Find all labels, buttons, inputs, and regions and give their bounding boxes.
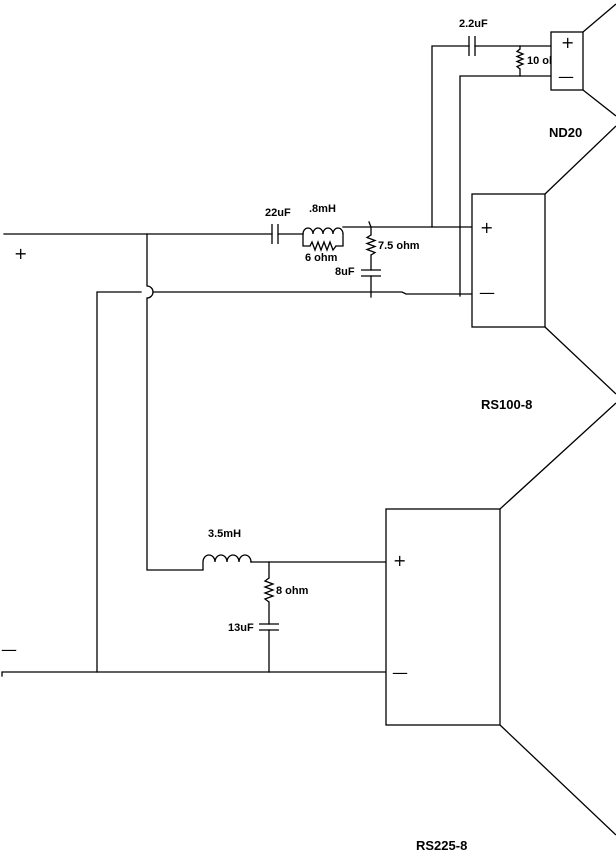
- input-minus-sign: —: [1, 640, 17, 659]
- label-22uF: 22uF: [265, 207, 291, 219]
- label-2p2uF: 2.2uF: [459, 18, 488, 30]
- resistor-7p5ohm: [365, 234, 377, 256]
- woofer-name: RS225-8: [416, 838, 467, 853]
- label-8ohm: 8 ohm: [276, 585, 309, 597]
- resistor-8ohm: [263, 577, 275, 603]
- tweeter-driver-ND20: + —: [550, 3, 616, 117]
- label-8uF: 8uF: [335, 266, 355, 278]
- tweeter-negative-wire: [459, 75, 552, 297]
- label-13uF: 13uF: [228, 622, 254, 634]
- midrange-magnet: [471, 193, 546, 328]
- woofer-filter: 3.5mH 8 ohm 13uF: [202, 528, 387, 673]
- woofer-plus-terminal: +: [393, 551, 406, 570]
- input-terminals: + —: [1, 244, 27, 659]
- tweeter-name: ND20: [549, 125, 582, 140]
- midrange-plus-terminal: +: [480, 218, 493, 237]
- tweeter-positive-wire: [431, 45, 470, 228]
- tweeter-minus-terminal: —: [558, 67, 574, 86]
- negative-rail: [1, 291, 473, 677]
- resistor-10ohm: [515, 48, 525, 70]
- label-6ohm: 6 ohm: [305, 252, 338, 264]
- woofer-driver-RS225-8: + —: [385, 402, 616, 836]
- midrange-cone: [544, 125, 616, 395]
- tweeter-horn: [582, 3, 616, 117]
- woofer-magnet: [385, 508, 501, 726]
- negative-input-wire: [1, 671, 387, 677]
- midrange-zobel: [361, 221, 381, 298]
- midrange-minus-terminal: —: [479, 283, 495, 302]
- resistor-6ohm: [309, 240, 337, 252]
- midrange-driver-RS100-8: + —: [471, 125, 616, 395]
- midrange-negative-wire: [152, 291, 473, 295]
- woofer-cone: [499, 402, 616, 836]
- label-0p8mH: .8mH: [309, 203, 336, 215]
- negative-return-wire-left: [96, 291, 142, 673]
- capacitor-2p2uF: [468, 36, 476, 56]
- midrange-filter: 22uF .8mH 6 ohm 7.5 ohm 8uF: [265, 203, 473, 298]
- woofer-minus-terminal: —: [392, 663, 408, 682]
- label-7p5ohm: 7.5 ohm: [378, 240, 420, 252]
- inductor-3p5mH: [202, 554, 252, 570]
- input-plus-sign: +: [14, 244, 27, 263]
- label-3p5mH: 3.5mH: [208, 528, 241, 540]
- inductor-0p8mH: [302, 227, 344, 252]
- tweeter-magnet: [550, 31, 584, 91]
- capacitor-22uF: [271, 224, 304, 244]
- positive-rail: [3, 233, 273, 571]
- midrange-name: RS100-8: [481, 397, 532, 412]
- woofer-branch-wire: [146, 233, 204, 571]
- tweeter-plus-terminal: +: [561, 33, 574, 52]
